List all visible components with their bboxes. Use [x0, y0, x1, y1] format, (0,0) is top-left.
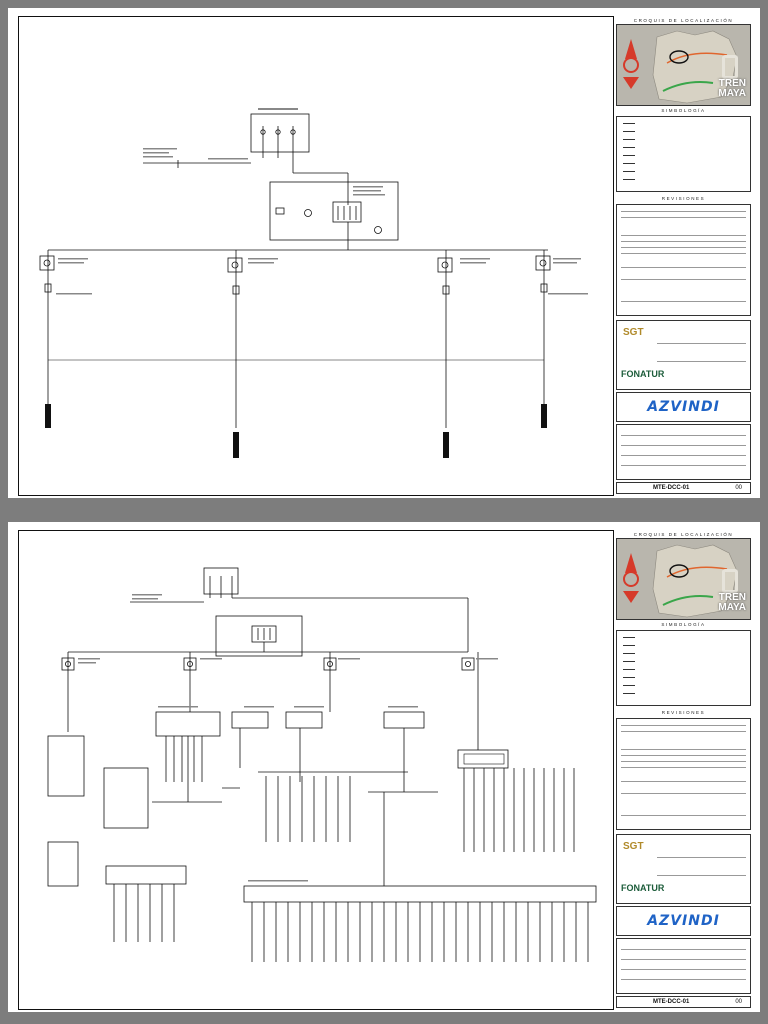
symbol-row: [623, 643, 638, 647]
single-line-diagram-1: [39, 108, 588, 458]
symbology-box: [616, 630, 751, 706]
azvindi-logo: AZVINDI: [647, 399, 720, 415]
sheet-number: 00: [735, 485, 742, 491]
drawing-sheet-1: CROQUIS DE LOCALIZACIÓN TREN MAYA SIMBOL…: [8, 8, 760, 498]
symbol-row: [623, 683, 638, 687]
fonatur-logo: FONATUR: [621, 369, 665, 379]
revisions-header: REVISIONES: [661, 710, 706, 715]
agency-box: SGT FONATUR: [616, 834, 751, 904]
symbol-row: [623, 137, 638, 141]
symbol-row: [623, 659, 638, 663]
symbol-row: [623, 177, 638, 181]
title-block-1: CROQUIS DE LOCALIZACIÓN TREN MAYA SIMBOL…: [613, 16, 753, 496]
tren-maya-mark-icon: [722, 569, 738, 593]
single-line-diagram-2: [47, 567, 597, 962]
drawing-number-box: MTE-DCC-01 00: [616, 996, 751, 1008]
tren-maya-mark-icon: [722, 55, 738, 79]
symbol-row: [623, 667, 638, 671]
location-header: CROQUIS DE LOCALIZACIÓN: [633, 532, 734, 537]
symbol-row: [623, 129, 638, 133]
peninsula-map: [623, 30, 738, 104]
symbol-row: [623, 161, 638, 165]
company-logo-box: AZVINDI: [616, 392, 751, 422]
tren-maya-brand: TREN MAYA: [718, 78, 746, 99]
title-block-2: CROQUIS DE LOCALIZACIÓN TREN MAYA SIMBOL…: [613, 530, 753, 1010]
drawing-sheet-2: CROQUIS DE LOCALIZACIÓN TREN MAYA SIMBOL…: [8, 522, 760, 1012]
project-data-box: [616, 938, 751, 994]
symbol-row: [623, 145, 638, 149]
symbol-row: [623, 635, 638, 639]
sgt-logo: SGT: [623, 841, 644, 852]
symbology-header: SIMBOLOGÍA: [661, 622, 706, 627]
symbol-row: [623, 121, 638, 125]
revisions-box: [616, 718, 751, 830]
symbol-row: [623, 169, 638, 173]
location-map: TREN MAYA: [616, 538, 751, 620]
peninsula-map: [623, 544, 738, 618]
sgt-logo: SGT: [623, 327, 644, 338]
symbol-row: [623, 691, 638, 695]
seal-icon: [623, 553, 639, 603]
symbol-row: [623, 153, 638, 157]
symbology-header: SIMBOLOGÍA: [661, 108, 706, 113]
azvindi-logo: AZVINDI: [647, 913, 720, 929]
location-map: TREN MAYA: [616, 24, 751, 106]
symbology-box: [616, 116, 751, 192]
revisions-box: [616, 204, 751, 316]
revisions-header: REVISIONES: [661, 196, 706, 201]
drawing-number-box: MTE-DCC-01 00: [616, 482, 751, 494]
fonatur-logo: FONATUR: [621, 883, 665, 893]
agency-box: SGT FONATUR: [616, 320, 751, 390]
sheet-number: 00: [735, 999, 742, 1005]
symbol-row: [623, 651, 638, 655]
symbol-row: [623, 675, 638, 679]
drawing-number: MTE-DCC-01: [653, 999, 690, 1005]
project-data-box: [616, 424, 751, 480]
seal-icon: [623, 39, 639, 89]
company-logo-box: AZVINDI: [616, 906, 751, 936]
location-header: CROQUIS DE LOCALIZACIÓN: [633, 18, 734, 23]
tren-maya-brand: TREN MAYA: [718, 592, 746, 613]
drawing-number: MTE-DCC-01: [653, 485, 690, 491]
